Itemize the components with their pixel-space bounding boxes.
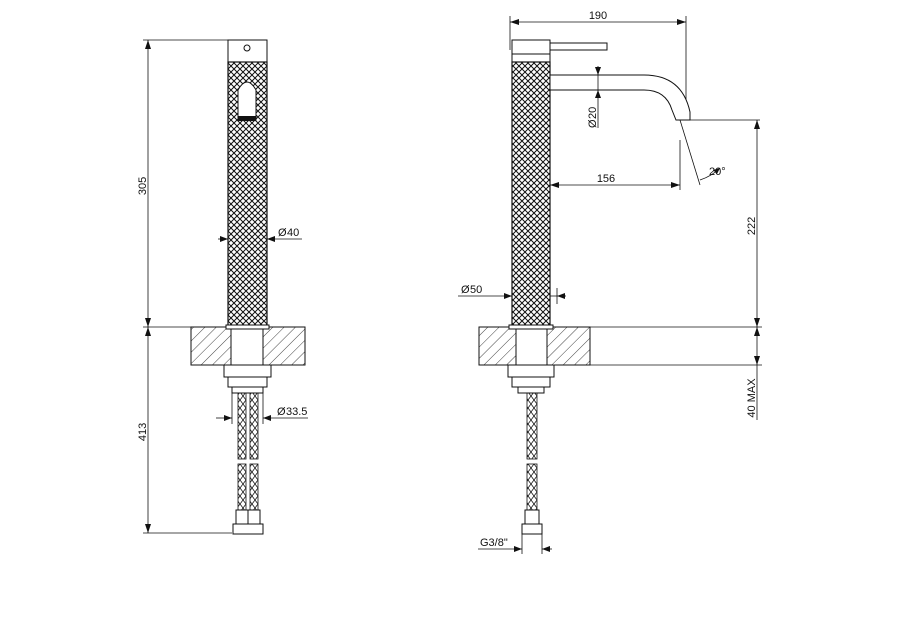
front-view: 305 413 Ø 40 — [137, 39, 308, 535]
diameter-symbol: Ø — [461, 284, 470, 296]
diameter-symbol: Ø — [278, 227, 287, 239]
dimension-diameter-50: Ø 50 — [458, 284, 566, 304]
dimension-height-front: 305 413 — [137, 39, 232, 534]
dim-label-190: 190 — [589, 10, 607, 22]
side-flexible-hose — [521, 392, 543, 535]
dim-label-40-max: 40 MAX — [746, 378, 758, 418]
dimension-diameter-20: Ø 20 — [587, 66, 601, 128]
diameter-symbol: Ø — [277, 406, 286, 418]
diameter-symbol: Ø — [587, 119, 599, 128]
side-worktop-section — [478, 324, 591, 366]
dim-label-20: 20 — [587, 107, 599, 119]
dimension-angle-20: 20° — [679, 119, 760, 186]
dim-label-222: 222 — [746, 217, 758, 235]
front-spout-outlet — [237, 81, 257, 121]
side-lever — [511, 39, 608, 63]
side-view: 190 Ø 20 20° — [458, 10, 762, 554]
dim-label-413: 413 — [137, 423, 149, 441]
front-flexible-hoses — [232, 392, 264, 535]
dim-label-20-deg: 20° — [709, 166, 726, 178]
dim-label-305: 305 — [137, 177, 149, 195]
dim-label-40: 40 — [287, 227, 299, 239]
side-knurled-body — [511, 61, 551, 328]
dimension-total-width-190: 190 — [509, 10, 687, 105]
dimension-thread-g3-8: G3/8" — [478, 534, 552, 554]
dim-label-50: 50 — [470, 284, 482, 296]
side-spout — [549, 74, 691, 121]
dimension-diameter-40: Ø 40 — [218, 227, 302, 242]
dimension-spout-reach-156: 156 — [550, 140, 681, 190]
front-lever-hole — [243, 44, 251, 52]
dim-label-33-5: 33.5 — [286, 406, 307, 418]
side-fixing-nut — [507, 364, 555, 394]
dim-label-g3-8: G3/8" — [480, 537, 508, 549]
front-fixing-nut — [223, 364, 272, 394]
front-worktop-section — [190, 324, 306, 366]
dim-label-156: 156 — [597, 173, 615, 185]
dimension-height-side: 222 40 MAX — [590, 120, 762, 420]
dimension-diameter-33-5: Ø 33.5 — [216, 393, 308, 424]
